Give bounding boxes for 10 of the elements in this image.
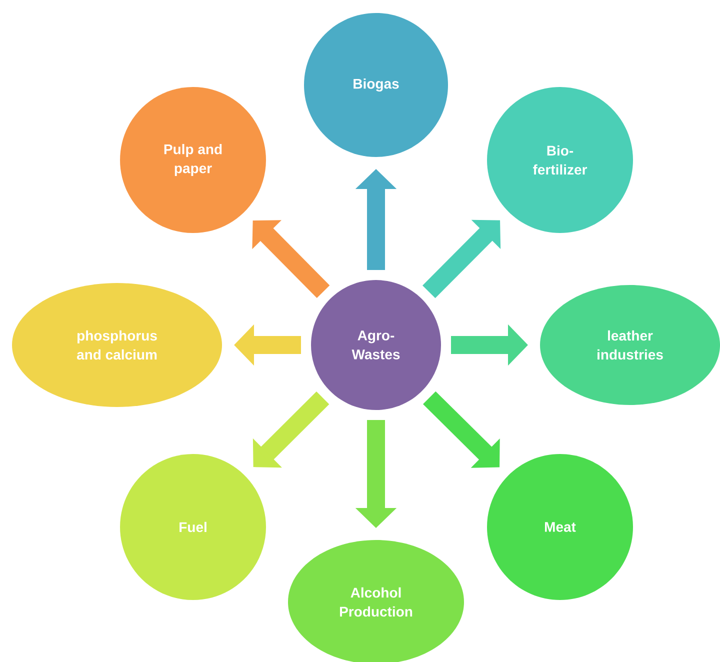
- ellipse-node: leather industries: [540, 285, 720, 405]
- circle-node: Meat: [487, 454, 633, 600]
- circle-node: Fuel: [120, 454, 266, 600]
- ellipse-node: phosphorus and calcium: [12, 283, 222, 407]
- circle-node: Agro- Wastes: [311, 280, 441, 410]
- circle-node: Biogas: [304, 13, 448, 157]
- circle-node: Bio- fertilizer: [487, 87, 633, 233]
- block-arrow: [252, 220, 330, 298]
- block-arrow: [423, 391, 500, 468]
- circle-node: Pulp and paper: [120, 87, 266, 233]
